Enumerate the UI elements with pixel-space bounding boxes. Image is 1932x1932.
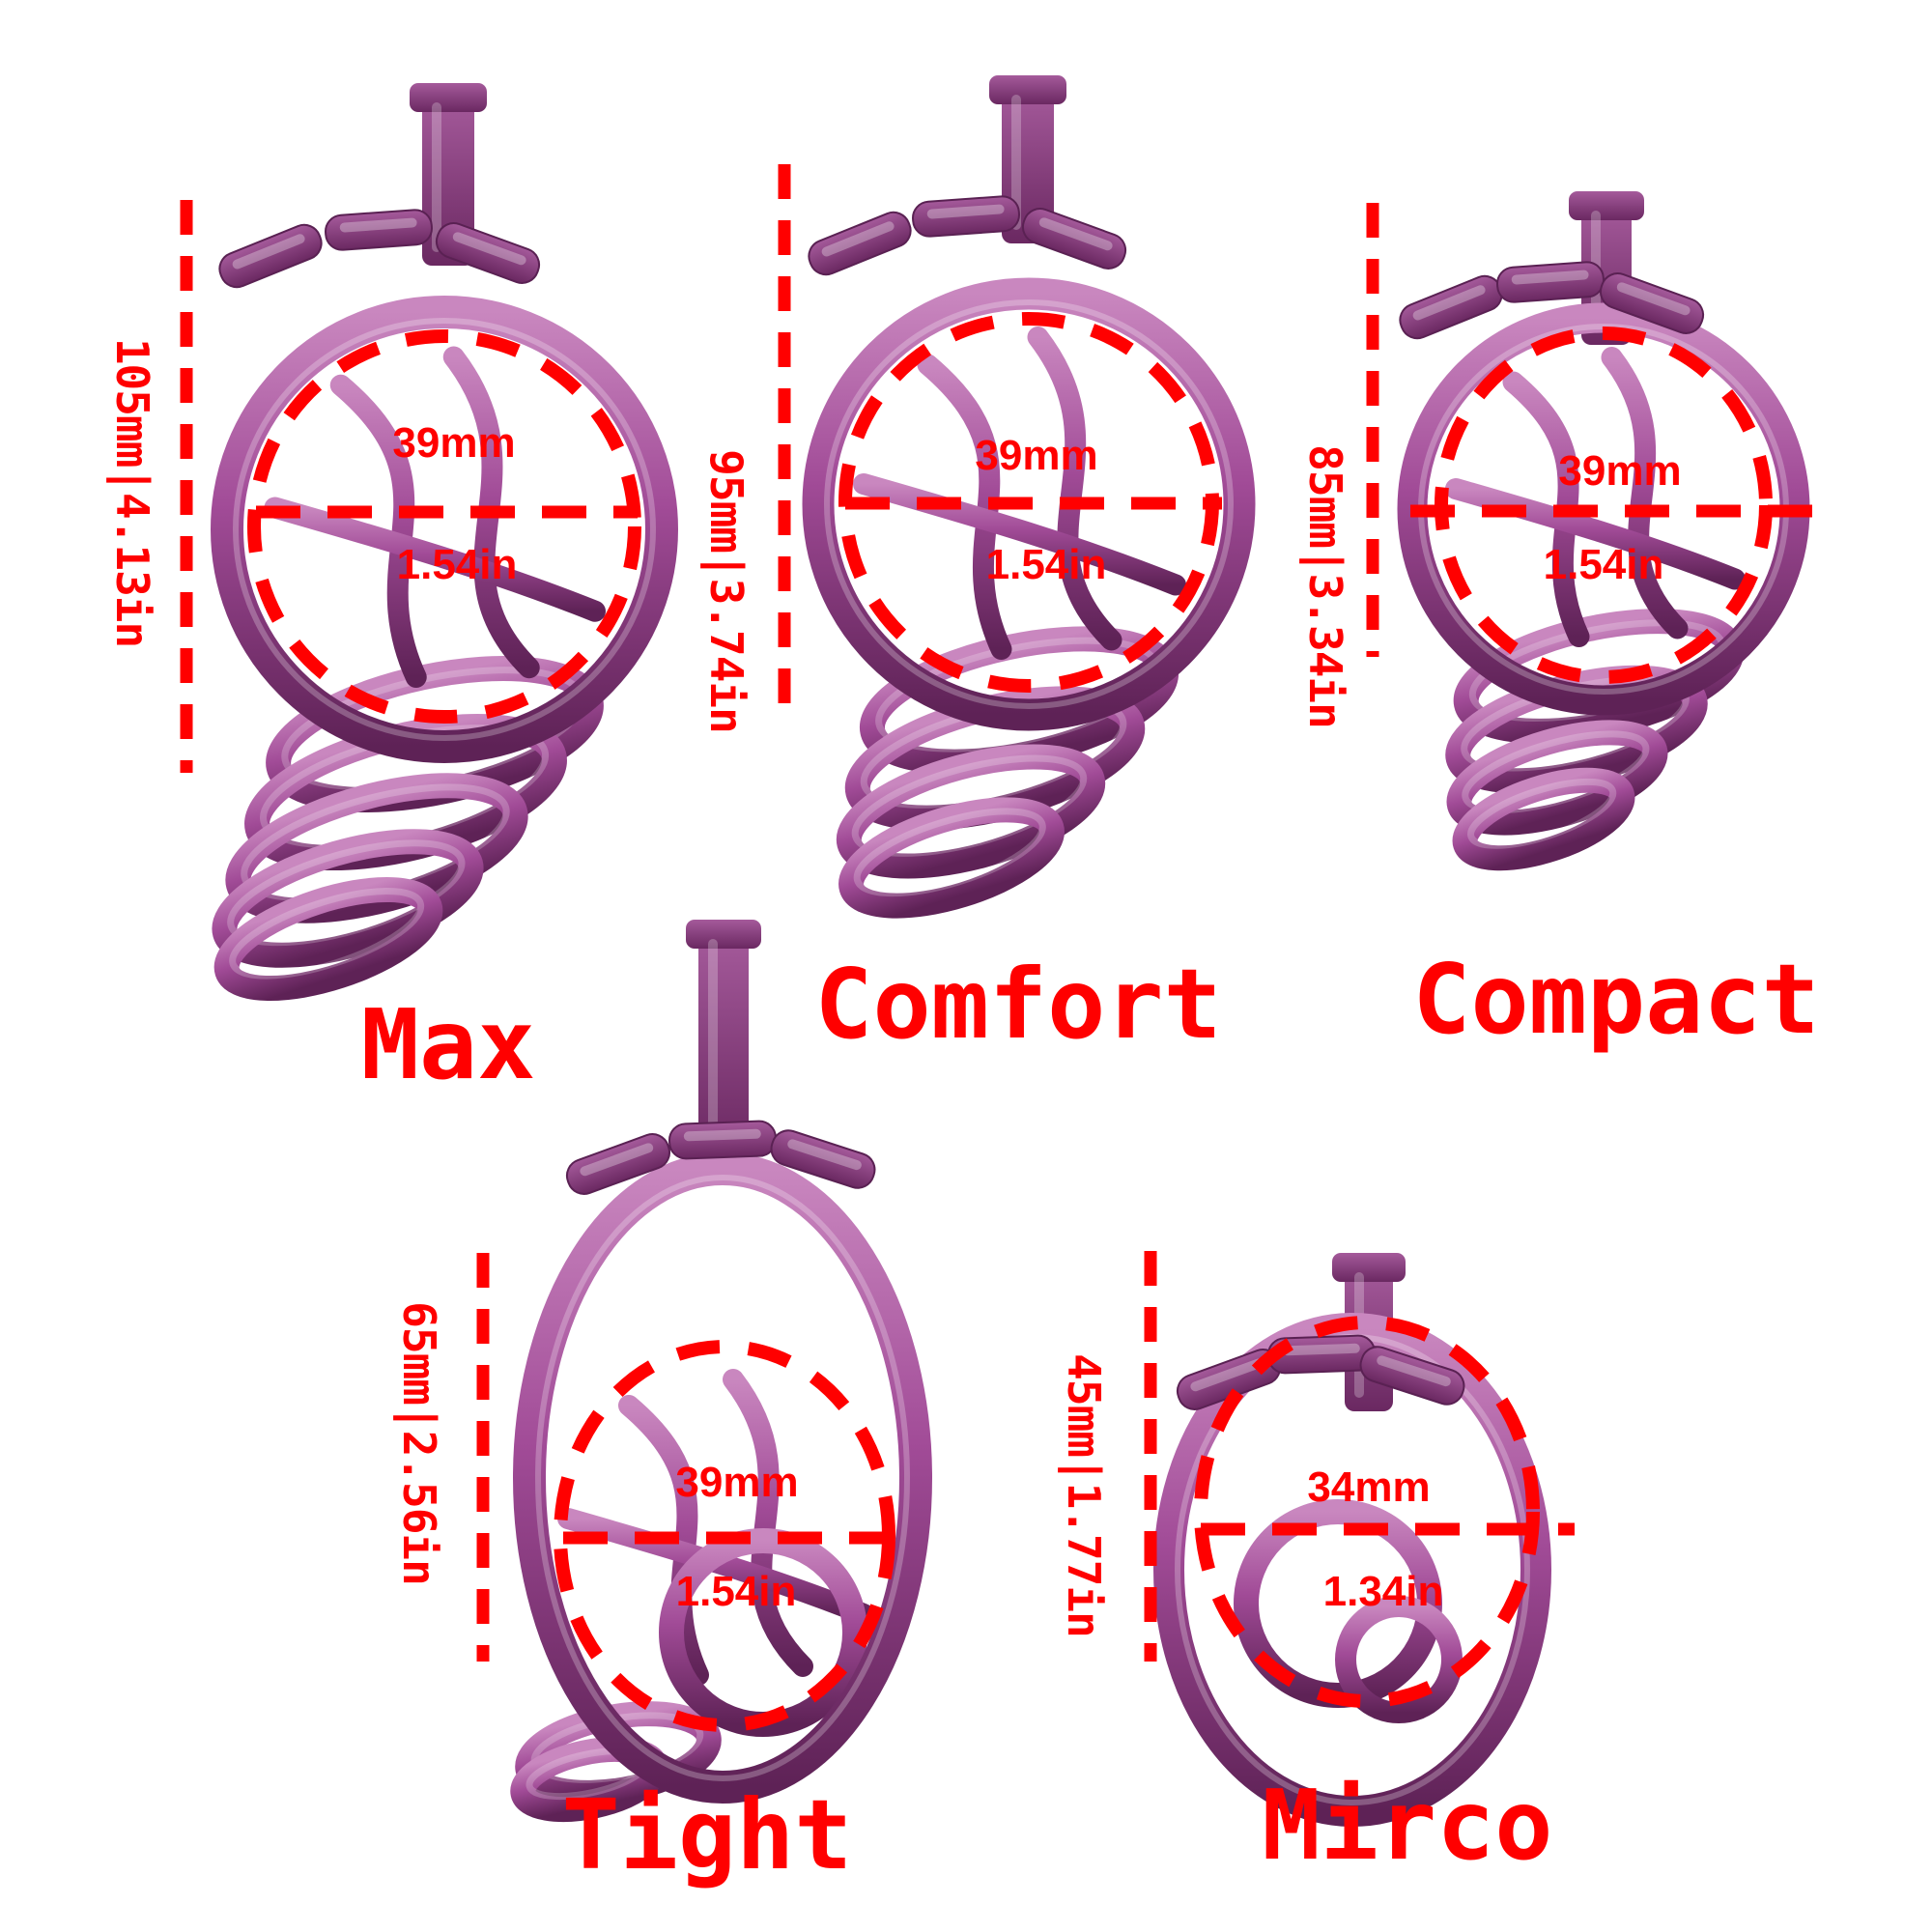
mirco-diameter-circle bbox=[1194, 1316, 1540, 1708]
cage-render-tight bbox=[510, 920, 932, 1823]
cage-render-max bbox=[211, 83, 678, 1002]
product-name-compact: Compact bbox=[1412, 943, 1820, 1056]
product-name-max: Max bbox=[360, 988, 536, 1101]
comfort-length-label: 95mm|3.74in bbox=[700, 449, 753, 733]
max-diameter-circle bbox=[247, 329, 641, 724]
max-diameter-in: 1.54in bbox=[396, 541, 518, 588]
mirco-diameter-in: 1.34in bbox=[1322, 1568, 1444, 1615]
mirco-diameter-mm: 34mm bbox=[1307, 1463, 1431, 1511]
product-name-comfort: Comfort bbox=[814, 948, 1222, 1061]
tight-diameter-in: 1.54in bbox=[675, 1568, 797, 1615]
cage-render-mirco bbox=[1153, 1253, 1551, 1827]
compact-diameter-in: 1.54in bbox=[1543, 541, 1664, 588]
mirco-length-label: 45mm|1.77in bbox=[1058, 1353, 1110, 1637]
max-length-label: 105mm|4.13in bbox=[106, 337, 158, 648]
tight-diameter-mm: 39mm bbox=[675, 1459, 799, 1506]
product-name-tight: Tight bbox=[561, 1778, 853, 1891]
cage-render-comfort bbox=[802, 75, 1256, 919]
compact-length-label: 85mm|3.34in bbox=[1299, 444, 1351, 728]
cage-render-compact bbox=[1397, 191, 1810, 871]
product-name-mirco: Mirco bbox=[1262, 1769, 1553, 1882]
tight-length-label: 65mm|2.56in bbox=[393, 1301, 445, 1585]
max-diameter-mm: 39mm bbox=[392, 419, 516, 467]
comfort-diameter-in: 1.54in bbox=[985, 541, 1107, 588]
comfort-diameter-mm: 39mm bbox=[975, 432, 1098, 479]
compact-diameter-mm: 39mm bbox=[1558, 447, 1682, 495]
